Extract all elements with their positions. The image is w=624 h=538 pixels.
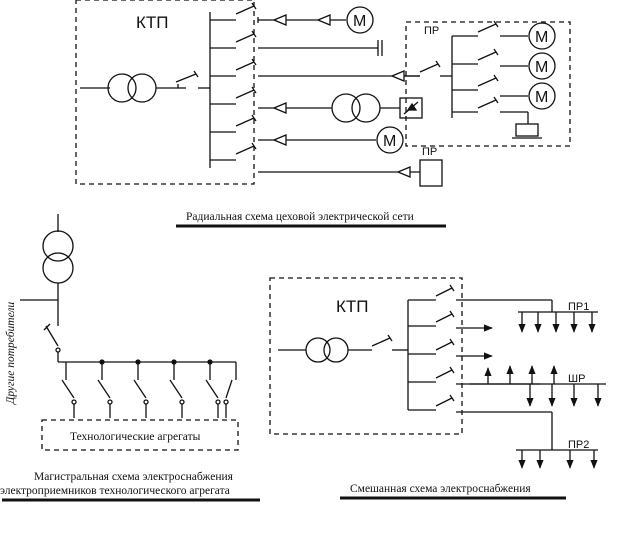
aggregates-label: Технологические агрегаты [70, 431, 201, 443]
pr2-label: ПР2 [568, 439, 589, 451]
aggregates-box [41, 419, 239, 451]
trunk-caption-line1: Магистральная схема электроснабжения [34, 471, 234, 483]
motor-row1 [346, 6, 374, 34]
radial-ktp-label: КТП [136, 13, 169, 32]
radial-feeders [210, 2, 420, 173]
motor-label-2: M [383, 133, 396, 150]
trunk-scheme [20, 214, 239, 451]
transformer-symbol [80, 73, 178, 103]
pr-internals [404, 20, 556, 139]
motor-label-1: M [353, 13, 366, 30]
mixed-ktp-label: КТП [336, 297, 369, 316]
trunk-taps [61, 359, 237, 418]
main-breaker [175, 70, 210, 89]
pr1-label: ПР1 [568, 301, 589, 313]
pr-box-row6 [419, 159, 443, 187]
mixed-scheme [269, 277, 606, 469]
radial-scheme [75, 0, 571, 187]
radial-pr-label-2: ПР [422, 146, 437, 158]
motor-label-5: M [535, 89, 548, 106]
motor-label-3: M [535, 29, 548, 46]
motor-row5 [376, 126, 404, 154]
ktp-enclosure [75, 0, 255, 185]
trunk-caption-line2: электроприемников технологического агрег… [0, 485, 230, 497]
row2-terminal [377, 40, 383, 56]
shr-label: ШР [568, 373, 585, 385]
mixed-caption: Смешанная схема электроснабжения [350, 483, 531, 495]
row4-transformer [331, 93, 423, 123]
radial-pr-label-1: ПР [424, 25, 439, 37]
motor-label-4: M [535, 59, 548, 76]
other-consumers-label: Другие потребители [5, 302, 17, 405]
radial-caption: Радиальная схема цеховой электрической с… [186, 211, 414, 223]
pr-enclosure [405, 21, 571, 147]
radial-arrowheads [272, 14, 411, 178]
